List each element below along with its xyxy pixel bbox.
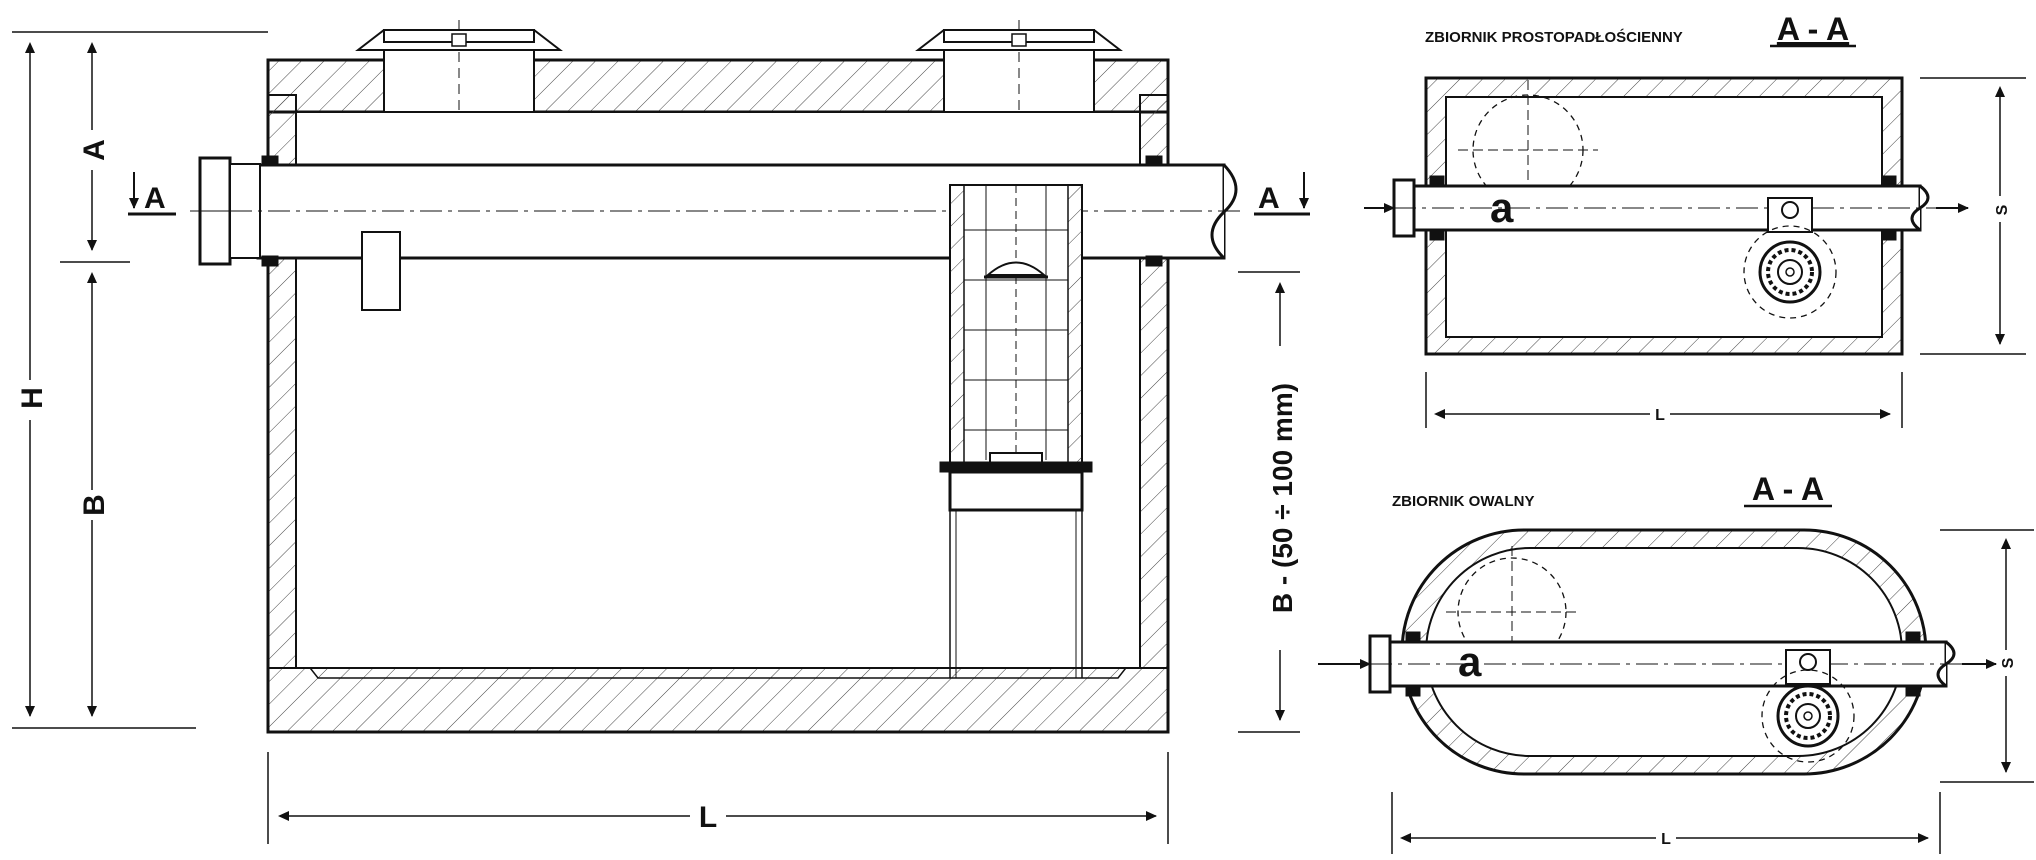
filter-insert [939, 184, 1093, 678]
rect-inlet-label: a [1490, 184, 1514, 231]
rect-tank-view: ZBIORNIK PROSTOPADŁOŚCIENNY A - A a [1364, 11, 2026, 428]
oval-tank-view: ZBIORNIK OWALNY A - A a [1318, 471, 2034, 854]
dim-label-B: B [78, 494, 111, 516]
oval-dim-S: S [2000, 657, 2017, 668]
section-label-left: A [144, 182, 166, 215]
oval-dim-L: L [1661, 831, 1671, 848]
section-mark-right [1254, 172, 1310, 216]
side-view: A A [12, 20, 1310, 844]
rect-dim-L: L [1655, 407, 1665, 424]
dim-label-H: H [16, 387, 49, 409]
dim-label-B-minus: B - (50 ÷ 100 mm) [1267, 383, 1298, 613]
dimension-lines [12, 31, 1300, 844]
dim-label-L: L [699, 801, 717, 834]
rect-tank-title: ZBIORNIK PROSTOPADŁOŚCIENNY [1425, 28, 1683, 46]
access-shafts [355, 20, 1123, 113]
rect-section-label: A - A [1777, 11, 1849, 47]
section-label-right: A [1258, 182, 1280, 215]
section-mark-left [128, 172, 176, 216]
oval-section-label: A - A [1752, 471, 1824, 507]
oval-tank-title: ZBIORNIK OWALNY [1392, 493, 1535, 510]
dim-label-A: A [78, 139, 111, 161]
oval-inlet-label: a [1458, 638, 1482, 685]
rect-dim-S: S [1994, 204, 2011, 215]
